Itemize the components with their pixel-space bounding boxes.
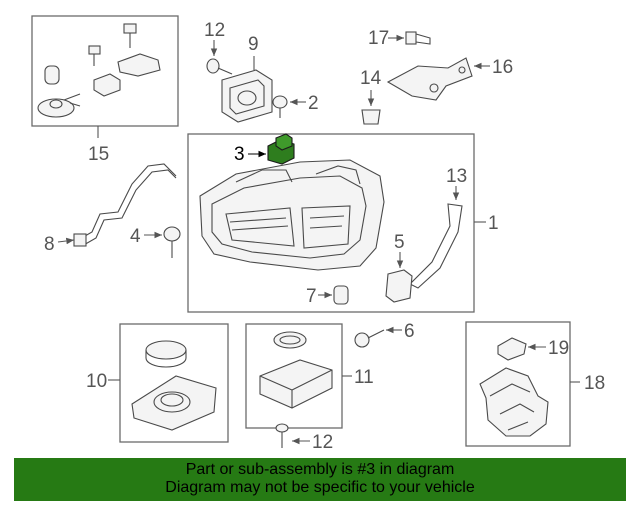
mount-bracket-18 [479, 367, 549, 437]
grommet-7 [333, 285, 349, 305]
callout-15: 15 [88, 144, 109, 165]
kit-box-15[interactable] [31, 15, 179, 138]
washer-hose-8 [73, 163, 177, 247]
screw-6 [354, 329, 385, 348]
banner-line-2: Diagram may not be specific to your vehi… [165, 479, 475, 496]
headlamp-assembly-box[interactable] [187, 133, 475, 313]
callout-7: 7 [306, 286, 317, 307]
callout-17: 17 [368, 28, 389, 49]
callout-12-bottom: 12 [312, 432, 333, 453]
trim-strip-13 [409, 203, 463, 289]
callout-2: 2 [308, 93, 319, 114]
callout-19: 19 [548, 338, 569, 359]
callout-3: 3 [234, 144, 245, 165]
callout-14: 14 [360, 68, 382, 89]
clip-part [117, 53, 161, 77]
highlighted-part-3[interactable] [267, 133, 295, 165]
bracket-5 [385, 269, 413, 303]
screw-2 [272, 95, 288, 118]
callout-10: 10 [86, 371, 107, 392]
screw-part [88, 45, 101, 66]
callout-12-top: 12 [204, 20, 225, 41]
box-18[interactable] [465, 321, 571, 447]
screw-part [123, 23, 137, 48]
callout-16: 16 [492, 57, 513, 78]
cover-10 [131, 340, 217, 431]
bracket-16 [386, 57, 473, 101]
callout-9: 9 [248, 34, 259, 55]
grommet-part [44, 65, 60, 85]
callout-4: 4 [130, 226, 141, 247]
box-10[interactable] [119, 323, 229, 443]
callout-5: 5 [394, 232, 405, 253]
bracket-part [93, 73, 121, 97]
banner-line-1: Part or sub-assembly is #3 in diagram [185, 461, 455, 478]
control-unit-11 [259, 331, 333, 409]
callout-18: 18 [584, 373, 605, 394]
bolt-17 [405, 31, 431, 45]
screw-12 [206, 58, 233, 75]
info-banner: Part or sub-assembly is #3 in diagram Di… [14, 458, 626, 501]
screw-12-bottom [275, 423, 289, 448]
callout-8: 8 [44, 234, 55, 255]
callout-6: 6 [404, 321, 415, 342]
callout-13: 13 [446, 166, 467, 187]
headlamp-unit-1 [199, 159, 385, 271]
callout-1: 1 [488, 213, 499, 234]
callout-11: 11 [354, 367, 374, 388]
clip-19 [497, 337, 527, 361]
screw-4 [163, 226, 181, 258]
clip-14 [361, 109, 381, 125]
control-module-9 [221, 69, 273, 123]
